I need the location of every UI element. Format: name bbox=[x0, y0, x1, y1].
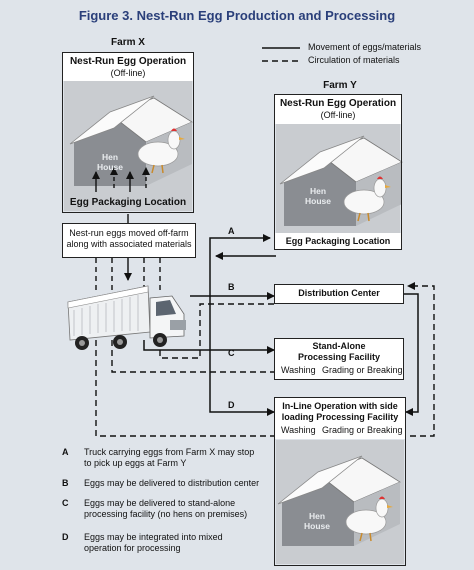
flow-lines bbox=[95, 214, 435, 437]
route-letter-c: C bbox=[228, 348, 235, 358]
farm-x-arrows bbox=[92, 167, 150, 192]
legend bbox=[262, 47, 300, 62]
note-letter: B bbox=[62, 478, 69, 488]
note-text: Eggs may be integrated into mixed operat… bbox=[84, 532, 223, 553]
farm-y-footer bbox=[275, 233, 401, 249]
farm-x-subtitle: (Off-line) bbox=[110, 68, 146, 78]
inline-grading: Grading or Breaking bbox=[322, 425, 403, 435]
farm-y-packaging: Egg Packaging Location bbox=[285, 236, 391, 246]
note-text: Eggs may be delivered to stand-alone pro… bbox=[84, 498, 248, 519]
inline-washing: Washing bbox=[281, 425, 316, 435]
farm-x-title: Nest-Run Egg Operation bbox=[69, 56, 187, 67]
inline-header bbox=[275, 398, 405, 439]
farm-y-header bbox=[275, 95, 401, 124]
inline-panel bbox=[276, 440, 404, 564]
note-letter: D bbox=[62, 532, 69, 542]
farm-y-panel bbox=[276, 124, 403, 234]
farm-y-title: Nest-Run Egg Operation bbox=[279, 98, 397, 109]
farm-x-header bbox=[63, 53, 193, 81]
inline-title: In-Line Operation with side loading Proc… bbox=[281, 401, 399, 422]
farm-x-packaging: Egg Packaging Location bbox=[69, 197, 187, 208]
inline-hen-house: Hen House bbox=[304, 511, 330, 531]
farm-x-label: Farm X bbox=[111, 37, 145, 48]
truck-icon bbox=[67, 285, 186, 350]
standalone-title: Stand-Alone Processing Facility bbox=[297, 341, 381, 362]
standalone-washing: Washing bbox=[281, 365, 316, 375]
farm-x-box bbox=[62, 52, 194, 213]
route-letter-a: A bbox=[228, 226, 235, 236]
note-text: Truck carrying eggs from Farm X may stop… bbox=[84, 447, 255, 468]
page-title: Figure 3. Nest-Run Egg Production and Pr… bbox=[78, 8, 396, 23]
moved-note: Nest-run eggs moved off-farm along with … bbox=[66, 228, 192, 249]
route-letter-b: B bbox=[228, 282, 235, 292]
farm-x-panel bbox=[64, 80, 193, 211]
farm-y-label: Farm Y bbox=[323, 80, 357, 91]
legend-dashed-label: Circulation of materials bbox=[308, 55, 400, 65]
farm-y-subtitle: (Off-line) bbox=[320, 110, 356, 120]
farm-y-box bbox=[274, 94, 402, 250]
note-text: Eggs may be delivered to distribution ce… bbox=[84, 478, 260, 488]
standalone-grading: Grading or Breaking bbox=[322, 365, 403, 375]
route-letter-d: D bbox=[228, 400, 235, 410]
farm-y-hen-house: Hen House bbox=[305, 186, 331, 206]
note-letter: A bbox=[62, 447, 69, 457]
inline-box bbox=[274, 397, 406, 566]
distribution-center-label: Distribution Center bbox=[298, 288, 380, 298]
note-letter: C bbox=[62, 498, 69, 508]
farm-x-hen-house: Hen House bbox=[97, 152, 123, 172]
standalone-box bbox=[274, 338, 404, 380]
legend-solid-label: Movement of eggs/materials bbox=[308, 42, 422, 52]
distribution-center-box bbox=[274, 284, 404, 304]
moved-note-box bbox=[62, 223, 196, 258]
